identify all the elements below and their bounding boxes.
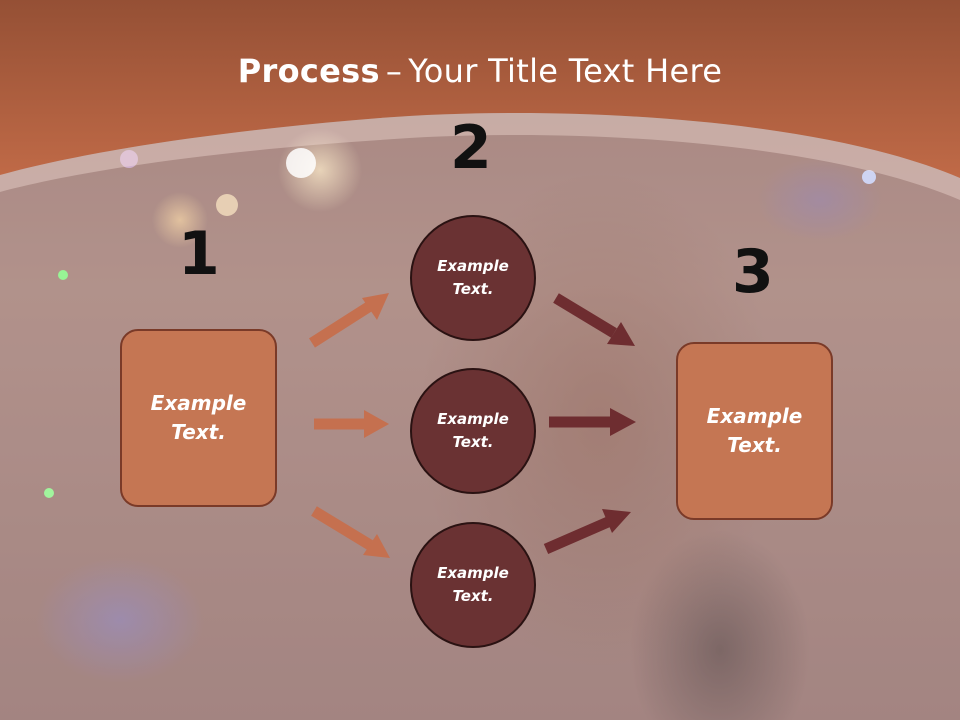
step-number-1: 1 [178, 219, 220, 289]
bokeh-light [120, 150, 138, 168]
arrow-from-bottom-circle [543, 509, 631, 555]
bokeh-light [216, 194, 238, 216]
step-1-box[interactable]: Example Text. [120, 329, 277, 507]
slide-title: Process–Your Title Text Here [0, 52, 960, 90]
step-3-box[interactable]: Example Text. [676, 342, 833, 520]
bokeh-light [286, 148, 316, 178]
step-2-circle-top[interactable]: Example Text. [410, 215, 536, 341]
arrow-from-top-circle [553, 293, 635, 346]
title-separator: – [385, 52, 403, 90]
bokeh-light [862, 170, 876, 184]
step-2-circle-middle[interactable]: Example Text. [410, 368, 536, 494]
step-number-2: 2 [450, 113, 492, 183]
bokeh-light [44, 488, 54, 498]
step-number-3: 3 [732, 237, 774, 307]
bokeh-light [58, 270, 68, 280]
step-2-circle-bottom[interactable]: Example Text. [410, 522, 536, 648]
arrow-to-top-circle [309, 293, 389, 348]
arrow-to-bottom-circle [311, 506, 390, 558]
title-strong: Process [237, 52, 380, 90]
title-rest: Your Title Text Here [408, 52, 723, 90]
arrow-from-middle-circle [549, 408, 636, 436]
arrow-to-middle-circle [314, 410, 389, 438]
